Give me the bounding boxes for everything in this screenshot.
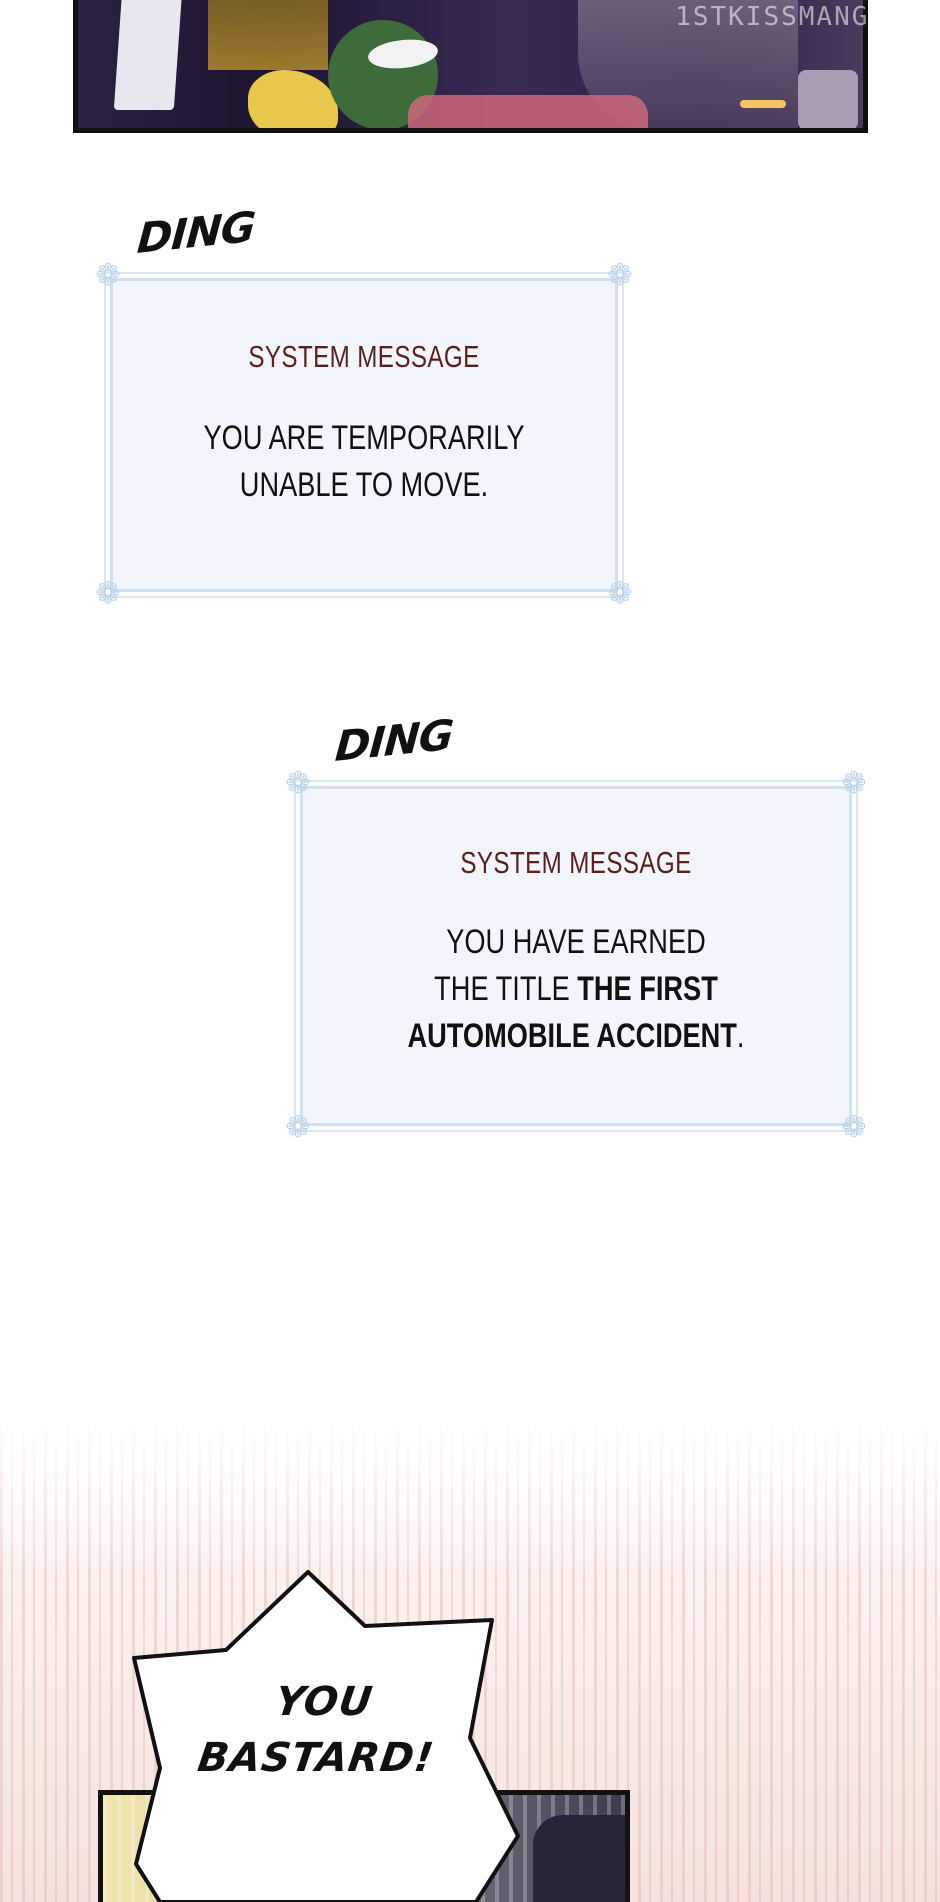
ornament-corner-icon: ❁ [841, 1111, 867, 1144]
system-message-title: SYSTEM MESSAGE [460, 845, 692, 880]
speech-bubble-text: YOU BASTARD! [142, 1674, 498, 1786]
panel-art-light-shape [113, 0, 183, 110]
panel-art-dark-shape [533, 1815, 625, 1902]
speech-line: YOU [272, 1679, 376, 1725]
panel-art-gold-shape [208, 0, 328, 70]
ornament-corner-icon: ❁ [607, 259, 633, 292]
site-watermark: 1STKISSMANGA.ME [675, 2, 940, 32]
system-message-body: YOU HAVE EARNED THE TITLE THE FIRST AUTO… [358, 919, 795, 1060]
message-line: YOU HAVE EARNED [446, 923, 706, 961]
panel-art-yellow-shape [248, 70, 338, 128]
ornament-corner-icon: ❁ [95, 577, 121, 610]
message-line: UNABLE TO MOVE. [239, 466, 489, 504]
panel-art-grey-shape [798, 70, 858, 128]
system-message-title: SYSTEM MESSAGE [248, 339, 480, 374]
system-message-body: YOU ARE TEMPORARILY UNABLE TO MOVE. [163, 415, 565, 509]
message-line: YOU ARE TEMPORARILY [203, 419, 525, 457]
sfx-ding: DING [135, 202, 257, 263]
speech-line: BASTARD! [195, 1735, 438, 1781]
sfx-ding: DING [333, 710, 455, 771]
system-message-box: ❁ ❁ ❁ ❁ SYSTEM MESSAGE YOU HAVE EARNED T… [285, 769, 866, 1143]
top-comic-panel [73, 0, 868, 133]
shout-speech-bubble [132, 1570, 520, 1902]
panel-art-pink-shape [408, 95, 648, 128]
message-text: . [736, 1017, 745, 1055]
message-line: THE TITLE THE FIRST [358, 966, 795, 1013]
ornament-corner-icon: ❁ [285, 1111, 311, 1144]
ornament-corner-icon: ❁ [841, 767, 867, 800]
earned-title-text: AUTOMOBILE ACCIDENT [407, 1017, 737, 1055]
earned-title-text: THE FIRST [577, 970, 718, 1008]
speed-lines-fade [0, 1415, 940, 1575]
ornament-corner-icon: ❁ [607, 577, 633, 610]
panel-art-glint [740, 100, 786, 108]
ornament-corner-icon: ❁ [95, 259, 121, 292]
message-line: AUTOMOBILE ACCIDENT. [358, 1013, 795, 1060]
message-text: THE TITLE [434, 970, 578, 1008]
ornament-corner-icon: ❁ [285, 767, 311, 800]
system-message-box: ❁ ❁ ❁ ❁ SYSTEM MESSAGE YOU ARE TEMPORARI… [95, 261, 632, 609]
